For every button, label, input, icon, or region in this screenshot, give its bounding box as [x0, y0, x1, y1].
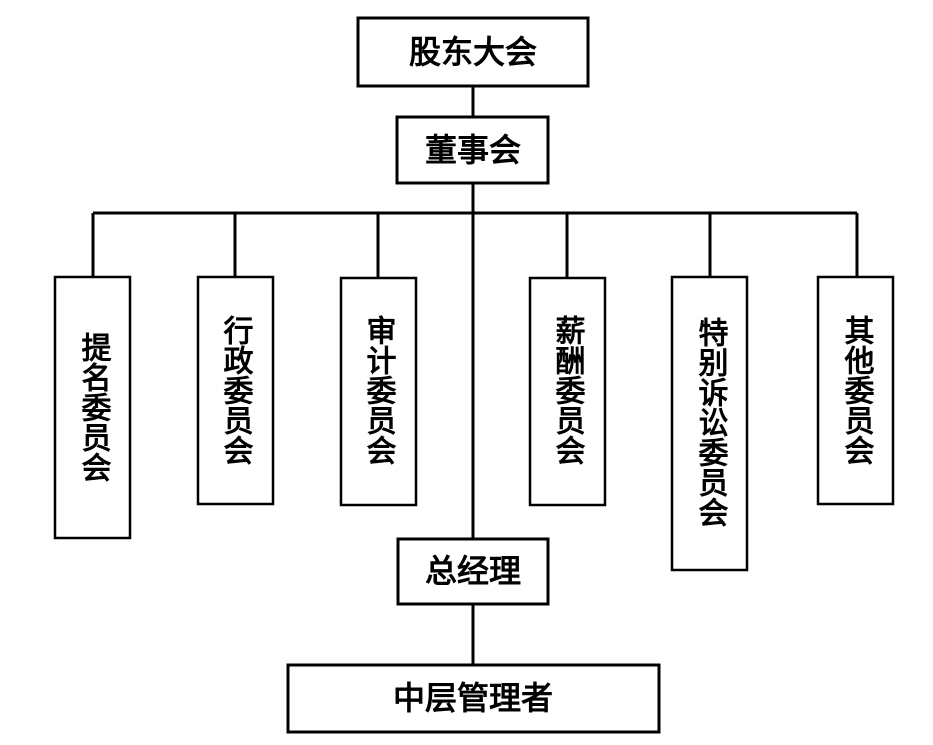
shareholders-meeting-label: 股东大会: [409, 33, 537, 71]
connector-lines: [91, 86, 859, 665]
middle-management-box: 中层管理者: [286, 663, 661, 734]
committee-label-nomination: 提名委员会: [76, 332, 112, 482]
committee-audit: 审计委员会: [339, 276, 418, 507]
middle-management-label: 中层管理者: [393, 679, 553, 717]
board-label: 董事会: [425, 131, 521, 169]
general-manager-box: 总经理: [396, 537, 550, 606]
committee-label-administration: 行政委员会: [218, 315, 255, 465]
committee-label-compensation: 薪酬委员会: [550, 315, 586, 465]
shareholders-meeting-box: 股东大会: [356, 16, 590, 88]
committee-label-other: 其他委员会: [839, 315, 876, 465]
committee-label-audit: 审计委员会: [361, 314, 397, 465]
committee-nomination: 提名委员会: [53, 275, 132, 540]
committee-administration: 行政委员会: [196, 275, 275, 506]
committee-compensation: 薪酬委员会: [528, 276, 607, 507]
general-manager-label: 总经理: [425, 552, 521, 590]
board-box: 董事会: [395, 115, 550, 185]
committee-label-litigation: 特别诉讼委员会: [693, 317, 729, 527]
committee-litigation: 特别诉讼委员会: [670, 275, 749, 572]
committee-other: 其他委员会: [816, 275, 895, 506]
